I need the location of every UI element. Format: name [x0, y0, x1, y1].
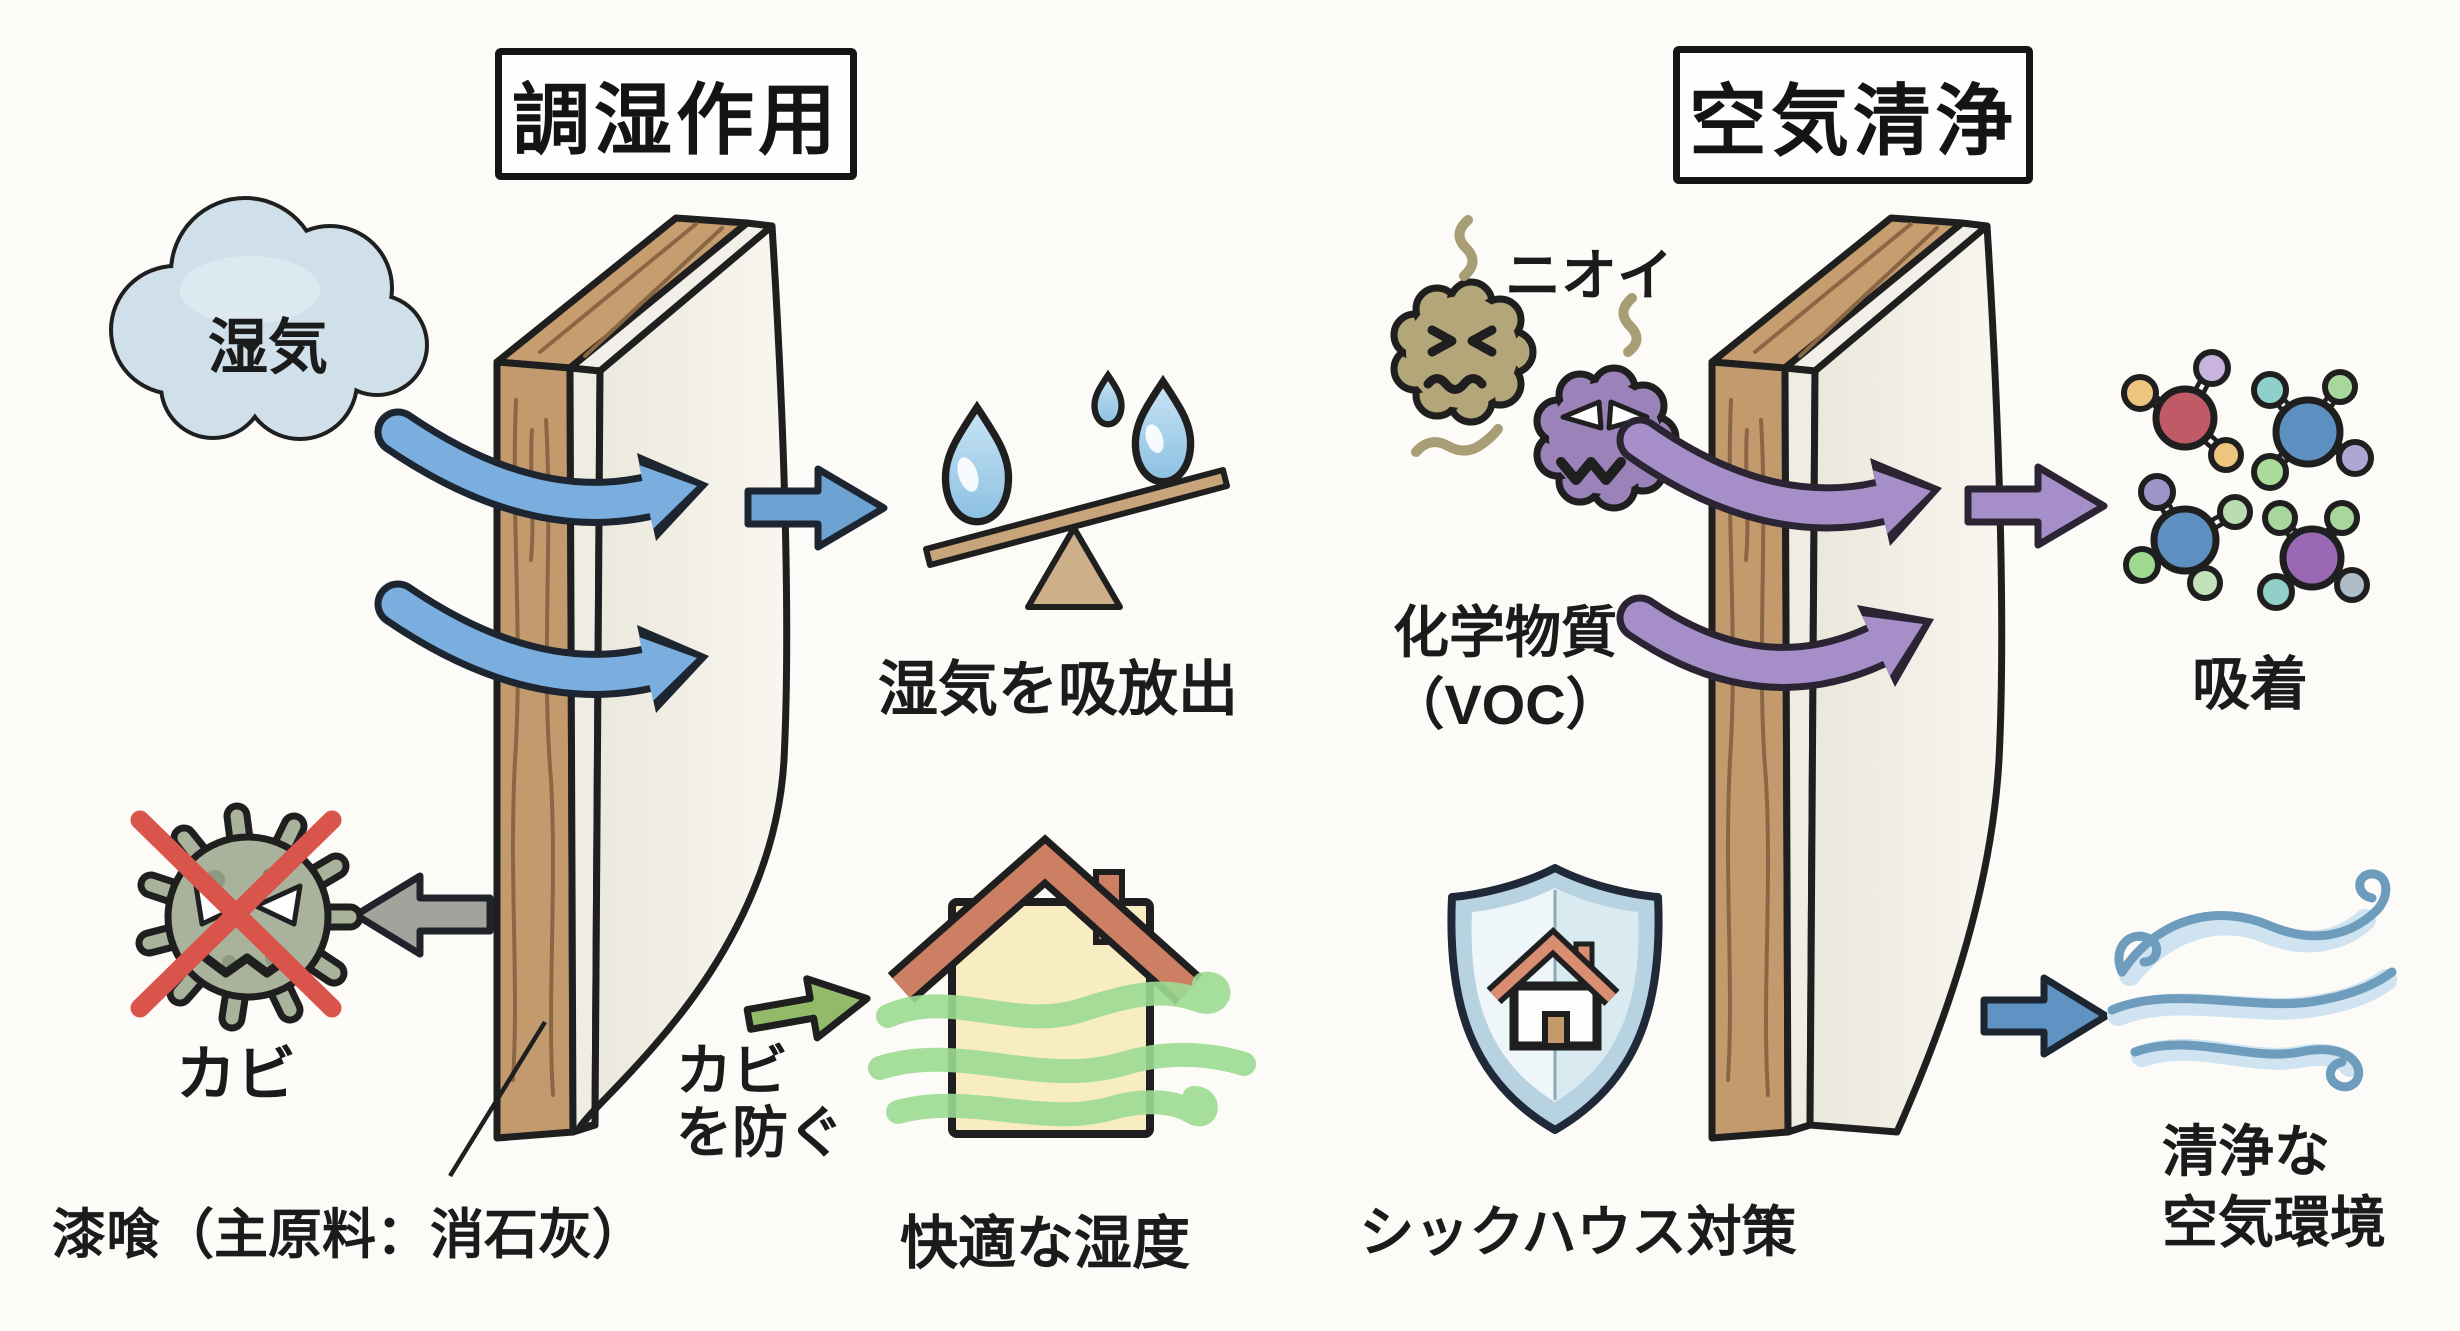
adsorption-caption: 吸着: [2191, 652, 2309, 717]
anti-mold-label: カビ を防ぐ: [676, 1040, 844, 1164]
mold-germ-icon: [130, 802, 364, 1032]
water-droplet-icon: [941, 369, 1195, 526]
clean-air-caption-line2: 空気環境: [2162, 1191, 2386, 1254]
material-label: 漆喰（主原料：消石灰）: [52, 1205, 646, 1265]
anti-mold-label-line1: カビ: [676, 1039, 788, 1102]
odor-germ-olive-icon: [1390, 278, 1537, 426]
stink-squiggle-icon: [1411, 215, 1642, 457]
odor-label: ニオイ: [1505, 244, 1673, 307]
moisture-arrow-bottom: [374, 580, 709, 713]
moisture-arrow-top: [374, 408, 709, 541]
right-section-title: 空気清浄: [1673, 46, 2033, 184]
adsorption-arrow: [1964, 463, 2108, 549]
mold-label: カビ: [176, 1041, 296, 1108]
voc-arrow-bottom: [1616, 594, 1934, 691]
clean-air-caption: 清浄な 空気環境: [2162, 1116, 2386, 1258]
moisture-release-arrow: [744, 465, 888, 551]
wind-swirl-icon: [2107, 869, 2397, 1092]
clean-air-arrow: [1980, 974, 2110, 1058]
anti-mold-arrow: [743, 975, 871, 1042]
clean-air-caption-line1: 清浄な: [2162, 1120, 2330, 1183]
anti-mold-label-line2: を防ぐ: [676, 1101, 844, 1164]
house-breeze-icon: [868, 834, 1256, 1138]
moisture-cloud-icon: [109, 196, 429, 441]
voc-label: 化学物質 （VOC）: [1388, 597, 1621, 741]
cloud-label: 湿気: [208, 314, 328, 381]
voc-label-line1: 化学物質: [1392, 601, 1617, 664]
house-caption: 快適な湿度: [899, 1211, 1191, 1276]
left-section-title: 調湿作用: [495, 48, 857, 180]
plaster-wall-icon-left: [493, 214, 791, 1142]
prohibition-cross-icon: [130, 810, 342, 1018]
balance-scale-icon: [923, 467, 1230, 610]
plaster-wall-icon-right: [1708, 214, 2006, 1142]
balance-caption: 湿気を吸放出: [878, 656, 1238, 723]
voc-label-line2: （VOC）: [1388, 673, 1622, 736]
molecule-icons: [2121, 349, 2374, 611]
voc-arrow-top: [1616, 416, 1942, 546]
shield-house-icon: [1447, 864, 1663, 1134]
mold-blocked-arrow: [352, 872, 494, 958]
shield-caption: シックハウス対策: [1359, 1201, 1797, 1263]
breeze-wave-icon: [868, 971, 1256, 1127]
material-pointer-line: [448, 1020, 547, 1178]
